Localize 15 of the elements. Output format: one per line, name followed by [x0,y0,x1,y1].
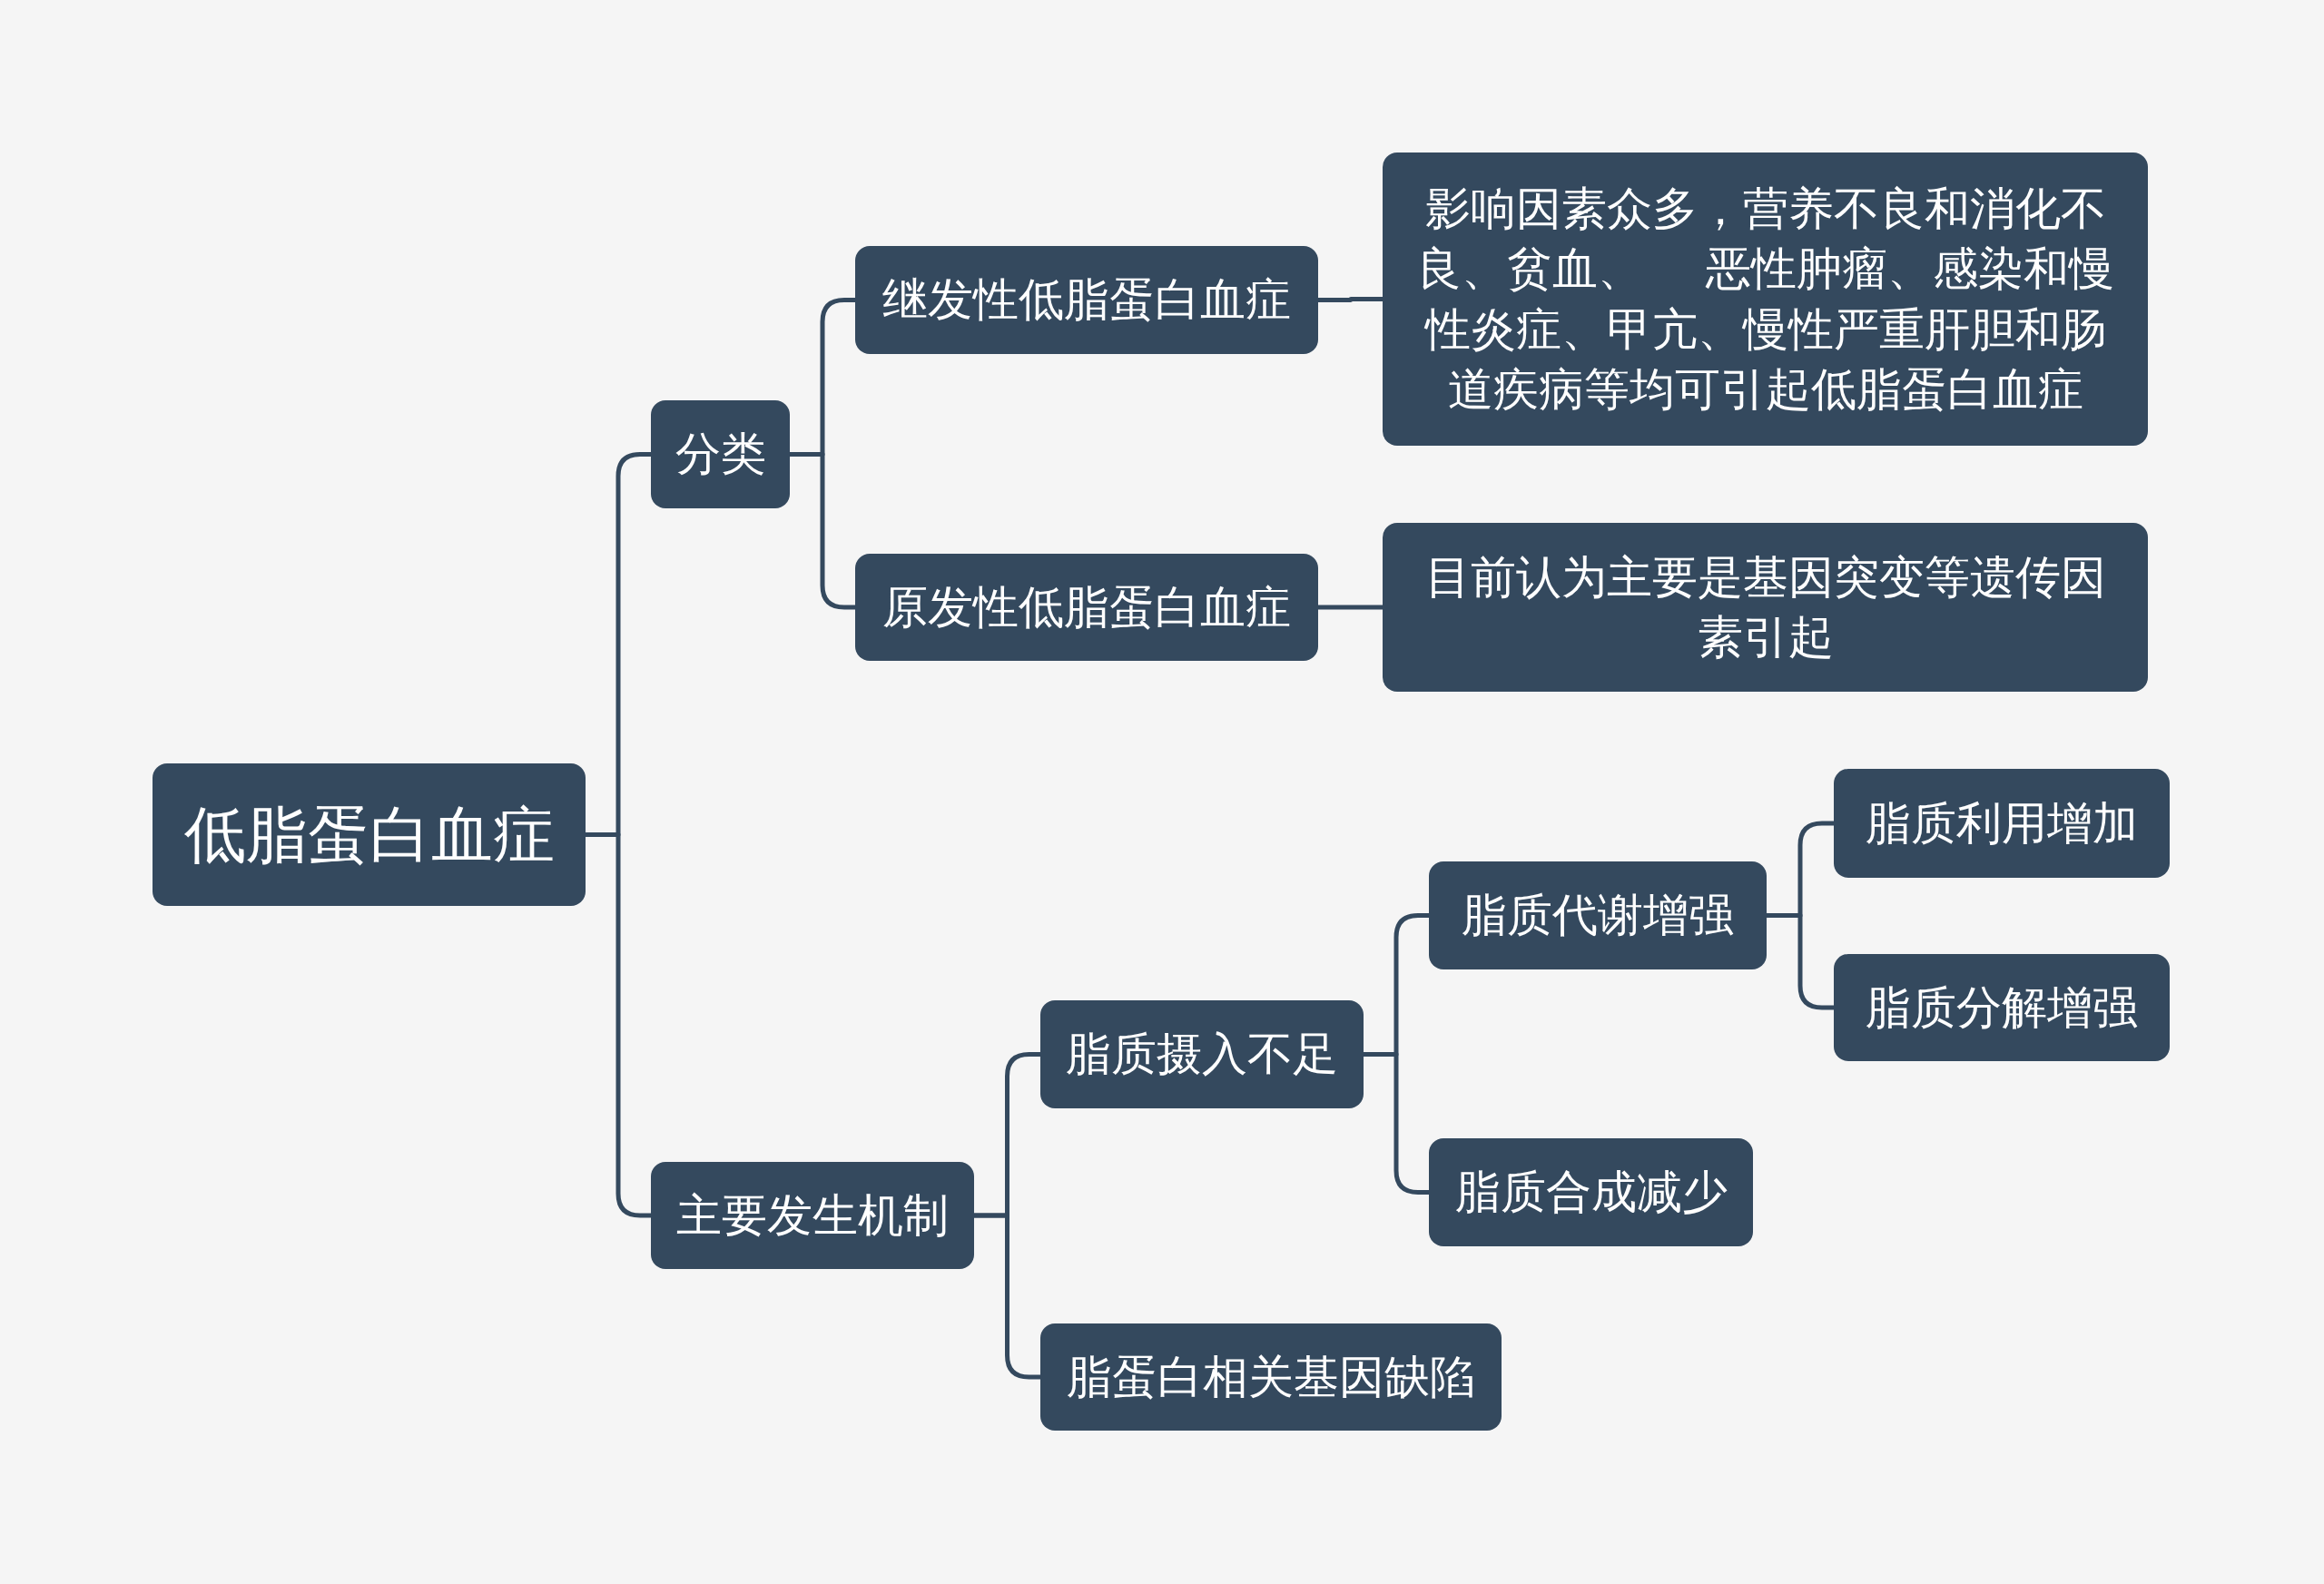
topic-box: 脂蛋白相关基因缺陷 [1040,1323,1502,1431]
note-box: 目前认为主要是基因突变等遗传因素引起 [1383,523,2148,692]
topic-box: 分类 [651,400,790,508]
topic-box: 脂质利用增加 [1834,769,2170,878]
central-topic-box: 低脂蛋白血症 [153,763,586,906]
connector-line [1318,605,1383,610]
connector-line [1318,297,1383,302]
topic-box: 脂质合成减少 [1429,1138,1753,1246]
topic-box: 脂质摄入不足 [1040,1000,1364,1108]
topic-box: 继发性低脂蛋白血症 [855,246,1318,354]
topic-box: 脂质分解增强 [1834,954,2170,1061]
topic-box: 原发性低脂蛋白血症 [855,554,1318,661]
note-box: 影响因素众多，营养不良和消化不良、贫血、 恶性肿瘤、感染和慢性炎症、甲亢、慢性严重肝胆和肠道疾病等均可引起低脂蛋白血症 [1383,152,2148,446]
topic-box: 主要发生机制 [651,1162,974,1269]
topic-box: 脂质代谢增强 [1429,861,1767,969]
